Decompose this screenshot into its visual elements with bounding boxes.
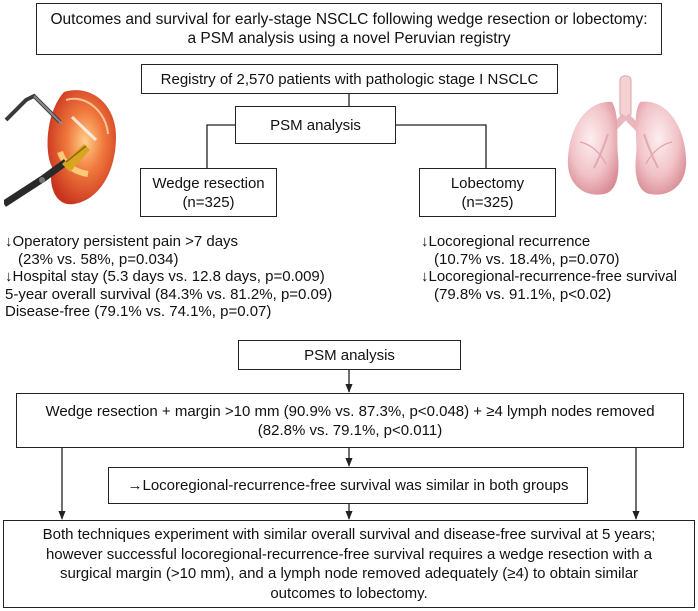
- wedge-margin-line-1: Wedge resection + margin >10 mm (90.9% v…: [45, 402, 655, 420]
- wedge-result-pain: ↓Operatory persistent pain >7 days: [5, 233, 239, 250]
- wedge-results: ↓Operatory persistent pain >7 days (23% …: [5, 233, 332, 321]
- wedge-result-disease-free: Disease-free (79.1% vs. 74.1%, p=0.07): [5, 303, 272, 320]
- conclusion-line-2: however successful locoregional-recurren…: [45, 545, 653, 563]
- wedge-resection-box: Wedge resection (n=325): [140, 168, 277, 217]
- similar-survival-box: →Locoregional-recurrence-free survival w…: [108, 467, 588, 504]
- similar-survival-text: →Locoregional-recurrence-free survival w…: [127, 477, 569, 494]
- conclusion-line-1: Both techniques experiment with similar …: [42, 526, 656, 543]
- lobectomy-result-rfs-stats: (79.8% vs. 91.1%, p<0.02): [434, 285, 612, 303]
- wedge-result-pain-stats: (23% vs. 58%, p=0.034): [18, 250, 179, 268]
- registry-box: Registry of 2,570 patients with patholog…: [141, 64, 558, 94]
- psm-analysis-top-box: PSM analysis: [235, 106, 396, 144]
- lobectomy-label: Lobectomy: [450, 174, 525, 192]
- wedge-margin-box: Wedge resection + margin >10 mm (90.9% v…: [16, 393, 684, 448]
- psm-to-lobectomy-line: [396, 124, 487, 168]
- surgical-instruments-lung-icon: [4, 90, 116, 207]
- lobectomy-count: (n=325): [461, 193, 514, 211]
- psm-analysis-top-text: PSM analysis: [270, 116, 361, 134]
- lobectomy-result-recurrence: ↓Locoregional recurrence: [421, 233, 591, 250]
- lobectomy-result-rfs: ↓Locoregional-recurrence-free survival: [421, 268, 677, 285]
- wedge-resection-count: (n=325): [182, 193, 235, 211]
- title-line-1: Outcomes and survival for early-stage NS…: [50, 11, 648, 28]
- wedge-margin-line-2: (82.8% vs. 79.1%, p<0.011): [257, 421, 443, 439]
- registry-text: Registry of 2,570 patients with patholog…: [160, 70, 539, 88]
- wedge-result-hospital-stay: ↓Hospital stay (5.3 days vs. 12.8 days, …: [5, 268, 325, 285]
- lobectomy-box: Lobectomy (n=325): [419, 168, 556, 217]
- wedge-resection-label: Wedge resection: [152, 174, 265, 192]
- wedge-result-overall-survival: 5-year overall survival (84.3% vs. 81.2%…: [5, 285, 333, 303]
- psm-to-wedge-line: [206, 124, 235, 168]
- lungs-icon: [567, 75, 687, 195]
- lobectomy-results: ↓Locoregional recurrence (10.7% vs. 18.4…: [421, 233, 677, 303]
- conclusion-box: Both techniques experiment with similar …: [3, 520, 695, 608]
- lobectomy-result-recurrence-stats: (10.7% vs. 18.4%, p=0.070): [434, 250, 620, 268]
- psm-analysis-bottom-box: PSM analysis: [238, 340, 461, 370]
- title-box: Outcomes and survival for early-stage NS…: [36, 3, 662, 55]
- conclusion-line-3: surgical margin (>10 mm), and a lymph no…: [59, 565, 639, 582]
- psm-analysis-bottom-text: PSM analysis: [304, 346, 395, 364]
- title-line-2: a PSM analysis using a novel Peruvian re…: [187, 30, 511, 47]
- conclusion-line-4: outcomes to lobectomy.: [270, 584, 428, 602]
